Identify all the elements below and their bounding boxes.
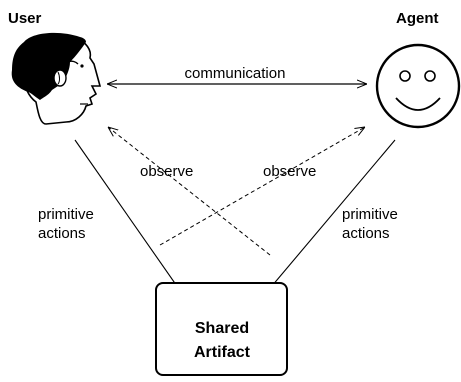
- user-actions-label-2: actions: [38, 225, 86, 242]
- communication-label: communication: [185, 65, 286, 82]
- agent-observe-label: observe: [263, 163, 316, 180]
- shared-artifact-box: [155, 282, 288, 376]
- agent-actions-label-1: primitive: [342, 206, 398, 223]
- agent-title: Agent: [396, 10, 439, 27]
- shared-artifact-label-line2: Artifact: [194, 344, 251, 361]
- agent-actions-label-2: actions: [342, 225, 390, 242]
- agent-smiley-icon: [375, 43, 461, 129]
- user-actions-label-1: primitive: [38, 206, 94, 223]
- user-head-icon: [11, 32, 102, 125]
- user-observe-arrow: [108, 127, 271, 256]
- shared-artifact-label-line1: Shared: [195, 320, 249, 337]
- agent-observe-arrow: [159, 127, 365, 246]
- user-title: User: [8, 10, 42, 27]
- user-observe-label: observe: [140, 163, 193, 180]
